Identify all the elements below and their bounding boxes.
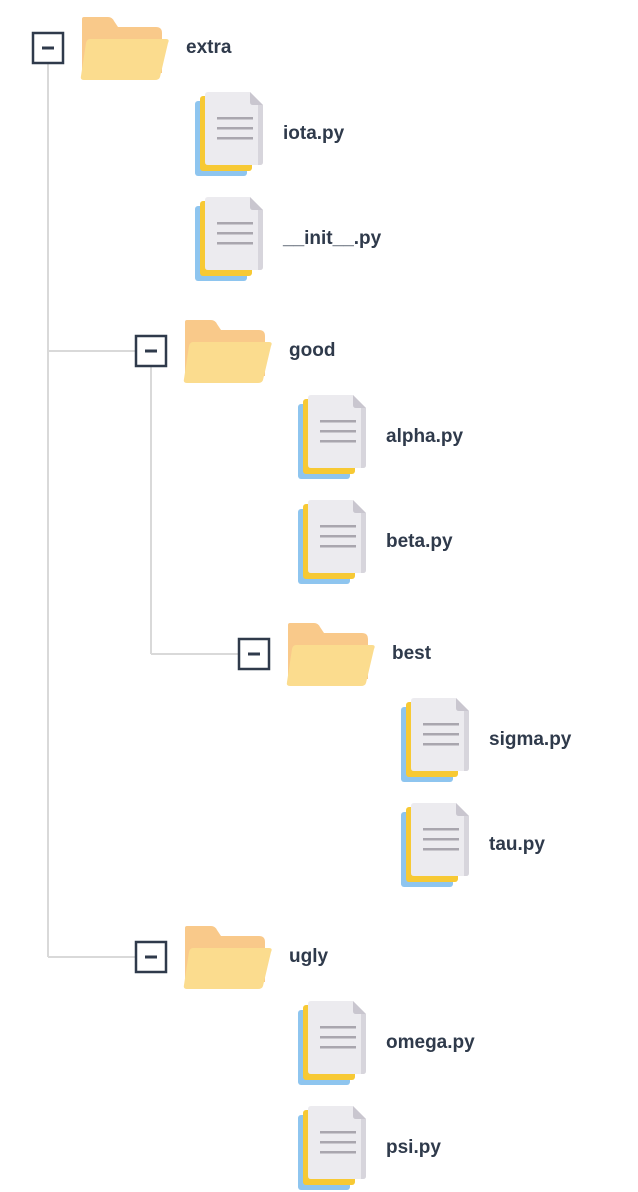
collapse-minus-icon[interactable]	[134, 334, 168, 368]
python-file-icon	[195, 92, 263, 176]
file-name[interactable]: alpha.py	[386, 426, 464, 447]
connector-lines	[47, 64, 238, 958]
python-file-icon	[401, 698, 469, 782]
folder-icon	[183, 320, 272, 383]
python-file-icon	[298, 395, 366, 479]
file-name[interactable]: psi.py	[386, 1137, 441, 1158]
folder-name[interactable]: ugly	[289, 946, 329, 967]
python-file-icon	[298, 1106, 366, 1190]
file-name[interactable]: sigma.py	[489, 729, 572, 750]
file-name[interactable]: beta.py	[386, 531, 453, 552]
folder-name[interactable]: good	[289, 340, 336, 361]
file-name[interactable]: omega.py	[386, 1032, 475, 1053]
python-file-icon	[298, 500, 366, 584]
collapse-minus-icon[interactable]	[237, 637, 271, 671]
collapse-minus-icon[interactable]	[31, 31, 65, 65]
file-name[interactable]: iota.py	[283, 123, 345, 144]
python-file-icon	[298, 1001, 366, 1085]
tree-icons	[31, 17, 469, 1190]
folder-name[interactable]: extra	[186, 37, 232, 58]
python-file-icon	[195, 197, 263, 281]
file-name[interactable]: tau.py	[489, 834, 545, 855]
folder-icon	[286, 623, 375, 686]
collapse-minus-icon[interactable]	[134, 940, 168, 974]
folder-name[interactable]: best	[392, 643, 432, 664]
folder-icon	[183, 926, 272, 989]
file-name[interactable]: __init__.py	[283, 228, 382, 249]
python-file-icon	[401, 803, 469, 887]
folder-icon	[80, 17, 169, 80]
